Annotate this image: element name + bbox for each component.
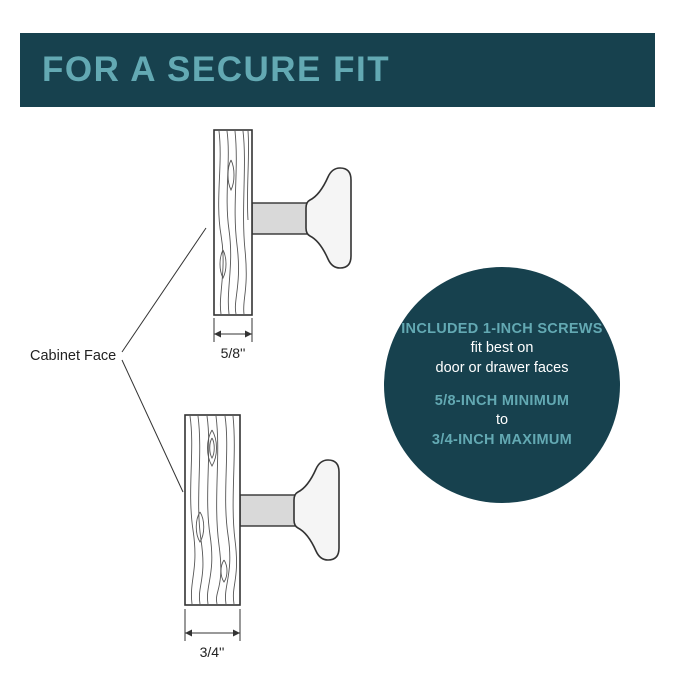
badge-min: 5/8-INCH MINIMUM	[434, 392, 570, 409]
diagram-bottom: 3/4''	[184, 414, 340, 660]
knob-stem-top	[251, 202, 310, 235]
badge-line2: fit best on	[470, 340, 534, 357]
badge-max: 3/4-INCH MAXIMUM	[431, 431, 573, 448]
header-band: FOR A SECURE FIT	[20, 33, 655, 107]
badge-line3: door or drawer faces	[435, 359, 569, 376]
cabinet-face-label: Cabinet Face	[30, 348, 117, 364]
knob-head-top	[305, 167, 352, 269]
dimension-bottom: 3/4''	[184, 609, 241, 660]
dimension-top: 5/8''	[213, 318, 253, 361]
dimension-top-label: 5/8''	[221, 345, 246, 361]
dimension-bottom-label: 3/4''	[200, 644, 225, 660]
leader-line-top	[121, 227, 207, 353]
badge-to: to	[495, 412, 509, 429]
page-title: FOR A SECURE FIT	[42, 50, 391, 89]
wood-grain-top	[218, 130, 250, 315]
diagram-top: 5/8''	[213, 129, 352, 361]
cabinet-panel-bottom	[184, 414, 241, 606]
knob-head-bottom	[293, 459, 340, 561]
info-badge: INCLUDED 1-INCH SCREWS fit best on door …	[384, 267, 620, 503]
wood-grain-bottom	[189, 415, 237, 605]
knob-stem-bottom	[239, 494, 298, 527]
leader-lines	[121, 227, 207, 493]
badge-heading: INCLUDED 1-INCH SCREWS	[401, 320, 603, 337]
leader-line-bottom	[121, 359, 184, 493]
